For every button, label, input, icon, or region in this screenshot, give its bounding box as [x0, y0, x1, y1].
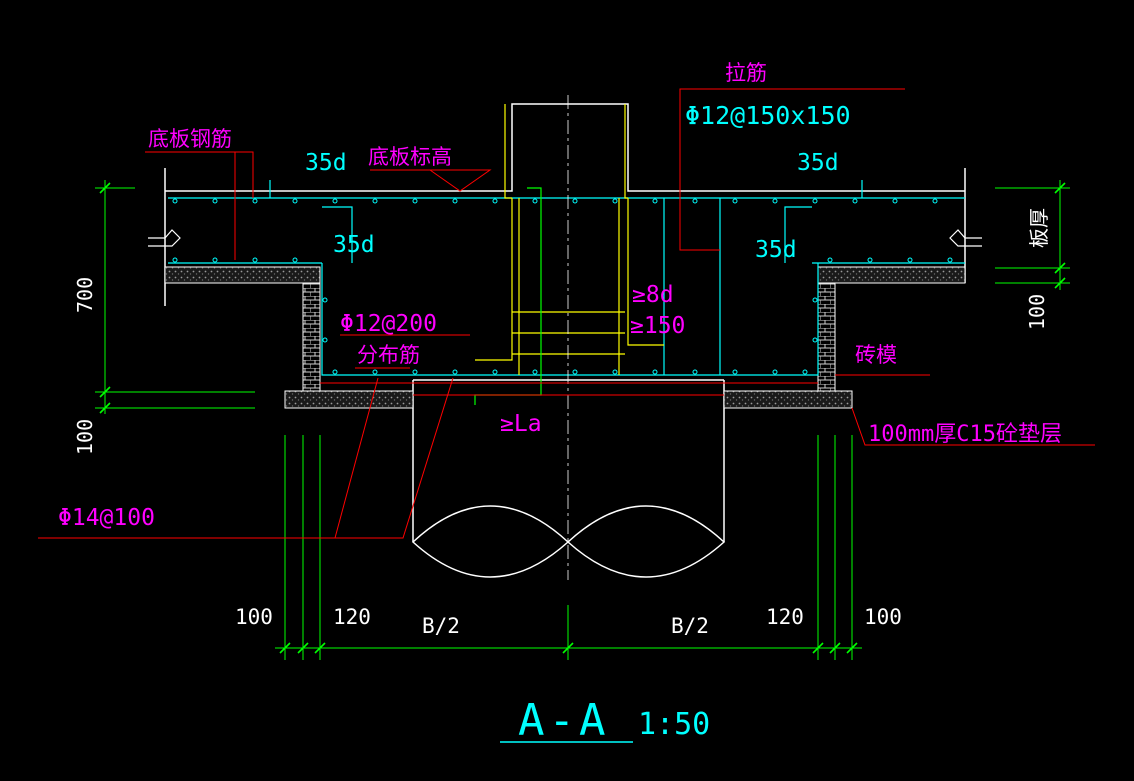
label-anchor-right-mid: 35d: [755, 237, 797, 263]
label-distribution: 分布筋: [357, 343, 420, 367]
label-min-150: ≥150: [630, 313, 685, 339]
dim-b1: 100: [235, 605, 273, 629]
rebar-dots: [172, 198, 953, 375]
label-slab-thickness: 板厚: [1027, 208, 1051, 248]
section-scale: 1:50: [638, 707, 710, 742]
section-title: A-A: [518, 695, 609, 746]
dim-100-right: 100: [1025, 294, 1049, 330]
cushion-right-top: [817, 266, 966, 284]
label-tie-bar-spec: Φ12@150x150: [685, 101, 851, 130]
label-tie-bar-title: 拉筋: [725, 61, 767, 85]
label-pile-rebar: Φ14@100: [58, 505, 155, 531]
break-line-left: [148, 229, 181, 247]
label-brick-formwork: 砖模: [855, 343, 897, 367]
label-anchor-left-mid: 35d: [333, 232, 375, 258]
dim-100-left: 100: [73, 419, 97, 455]
cushion-bottom-left: [284, 390, 414, 409]
dim-b3: B/2: [422, 614, 460, 638]
leader-lines: [38, 88, 1095, 539]
label-anchor-la: ≥La: [500, 411, 542, 437]
dimension-ticks: [99, 182, 1066, 654]
rebar-lines: [168, 180, 965, 376]
cushion-bottom-right: [723, 390, 853, 409]
label-min-8d: ≥8d: [632, 282, 674, 308]
slab-outline: [164, 103, 966, 578]
label-slab-elevation: 底板标高: [368, 145, 452, 169]
dim-b4: B/2: [671, 614, 709, 638]
brick-formwork-right: [817, 282, 836, 392]
brick-formwork-left: [302, 282, 321, 392]
label-anchor-right-top: 35d: [797, 150, 839, 176]
label-cushion: 100mm厚C15砼垫层: [868, 422, 1062, 447]
dim-b6: 100: [864, 605, 902, 629]
break-line-right: [949, 229, 982, 247]
column-bars: [475, 104, 664, 375]
dimension-lines: [95, 180, 1070, 660]
dim-b5: 120: [766, 605, 804, 629]
label-distribution-spec: Φ12@200: [340, 311, 437, 337]
dim-b2: 120: [333, 605, 371, 629]
cushion-left-top: [164, 266, 321, 284]
pile-bars: [474, 187, 542, 405]
label-anchor-left-top: 35d: [305, 150, 347, 176]
dim-700: 700: [73, 277, 97, 313]
label-slab-rebar: 底板钢筋: [148, 127, 232, 151]
section-title-block: A-A 1:50: [500, 695, 710, 746]
annotations: 底板钢筋 底板标高 拉筋 Φ12@150x150 35d 35d 35d 35d…: [58, 61, 1062, 638]
